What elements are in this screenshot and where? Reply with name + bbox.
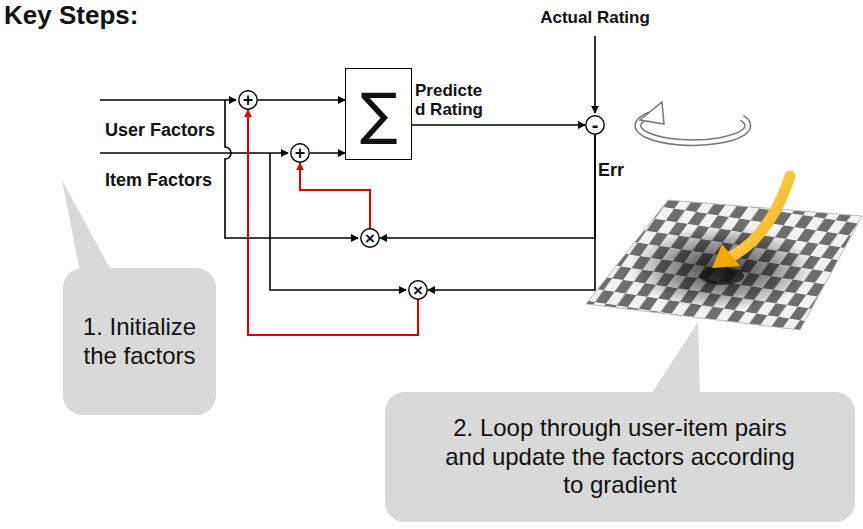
surface-label: Err	[598, 160, 648, 182]
callout-text: 2. Loop through user-item pairs and upda…	[440, 414, 800, 500]
error-surface	[586, 200, 862, 330]
symbol-text: -	[592, 115, 599, 135]
callout-box: 2. Loop through user-item pairs and upda…	[385, 392, 855, 522]
symbol-text: +	[243, 91, 254, 109]
actual-wire	[594, 36, 596, 113]
signal-connector	[380, 135, 595, 238]
sum-junction: +	[238, 90, 258, 110]
input-label: User Factors	[105, 120, 223, 142]
descent-arrow	[712, 176, 790, 268]
user-wire	[100, 99, 236, 101]
multiply-junction: ×	[360, 228, 380, 248]
callout-pointer	[650, 322, 700, 396]
symbol-text: ×	[413, 282, 423, 299]
callout-box: 1. Initialize the factors	[63, 268, 216, 415]
difference-junction: -	[585, 115, 605, 135]
heading: Key Steps:	[4, 0, 138, 31]
symbol-text: +	[295, 144, 306, 162]
signal-label: Actual Rating	[530, 8, 660, 28]
rotation-arrow	[638, 102, 748, 143]
signal-connector	[310, 152, 345, 154]
callout-pointer	[62, 180, 112, 272]
signal-connector	[428, 135, 595, 290]
item-wire	[100, 152, 288, 154]
update-connector	[300, 163, 370, 228]
signal-connector	[258, 99, 345, 101]
signal-label: Predicte d Rating	[415, 82, 493, 119]
symbol-text: ∑	[360, 86, 398, 142]
sum-block: ∑	[345, 68, 412, 160]
callout-text: 1. Initialize the factors	[72, 313, 207, 371]
signal-connector	[412, 124, 585, 126]
input-label: Item Factors	[105, 170, 223, 192]
item-branch-wire	[270, 153, 406, 290]
symbol-text: ×	[365, 230, 375, 247]
user-branch-wire	[225, 100, 358, 238]
sum-junction: +	[290, 143, 310, 163]
multiply-junction: ×	[408, 280, 428, 300]
